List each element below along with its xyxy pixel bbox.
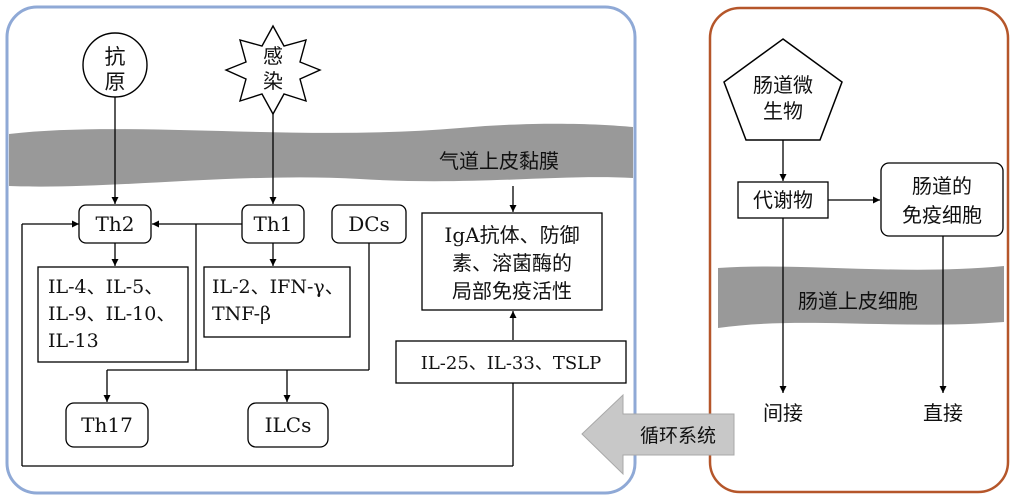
gut-immune-node: 肠道的 免疫细胞	[880, 162, 1004, 237]
dcs-label: DCs	[348, 212, 390, 236]
gut-epithelium-label: 肠道上皮细胞	[798, 289, 918, 313]
infection-star: 感 染	[224, 24, 322, 116]
microbiota-line-2: 生物	[763, 99, 803, 123]
alarmin-label: IL-25、IL-33、TSLP	[421, 353, 602, 374]
antigen-circle: 抗 原	[82, 32, 148, 98]
direct-label: 直接	[923, 401, 963, 425]
ilcs-label: ILCs	[265, 413, 312, 437]
metabolites-node: 代谢物	[737, 181, 829, 219]
iga-line-1: IgA抗体、防御	[444, 223, 579, 247]
alarmin-box: IL-25、IL-33、TSLP	[395, 340, 627, 384]
gut-epithelium-band	[718, 266, 1004, 328]
airway-mucosa-band	[9, 123, 633, 187]
th2-cytokine-box: IL-4、IL-5、 IL-9、IL-10、 IL-13	[37, 266, 189, 363]
gut-immune-line-2: 免疫细胞	[902, 203, 982, 227]
left-connectors	[21, 97, 517, 467]
th17-node: Th17	[65, 402, 149, 448]
circulation-arrow: 循环系统	[581, 393, 735, 476]
th17-label: Th17	[81, 413, 133, 437]
th2-cytokine-line-3: IL-13	[48, 330, 99, 352]
iga-line-3: 局部免疫活性	[452, 279, 572, 303]
infection-text-2: 染	[263, 69, 283, 93]
th2-cytokine-line-2: IL-9、IL-10、	[48, 303, 175, 325]
circulation-label: 循环系统	[640, 425, 716, 447]
ilcs-node: ILCs	[247, 402, 329, 448]
indirect-label: 间接	[763, 401, 803, 425]
th2-cytokine-line-1: IL-4、IL-5、	[48, 276, 163, 298]
infection-text-1: 感	[263, 44, 283, 68]
microbiota-line-1: 肠道微	[753, 73, 813, 97]
dcs-node: DCs	[331, 204, 407, 244]
th2-label: Th2	[96, 212, 135, 236]
gut-immune-line-1: 肠道的	[912, 174, 972, 198]
th1-cytokine-line-1: IL-2、IFN-γ、	[212, 276, 344, 298]
antigen-text-2: 原	[105, 70, 126, 94]
th1-cytokine-line-2: TNF-β	[212, 303, 271, 325]
iga-line-2: 素、溶菌酶的	[452, 251, 572, 275]
th1-cytokine-box: IL-2、IFN-γ、 TNF-β	[203, 266, 351, 338]
metabolites-label: 代谢物	[753, 188, 813, 212]
antigen-text-1: 抗	[105, 45, 126, 69]
iga-box: IgA抗体、防御 素、溶菌酶的 局部免疫活性	[421, 212, 603, 311]
th1-node: Th1	[241, 204, 305, 244]
airway-mucosa-label: 气道上皮黏膜	[439, 149, 559, 173]
th1-label: Th1	[254, 212, 293, 236]
th2-node: Th2	[78, 204, 152, 244]
microbiota-pentagon: 肠道微 生物	[723, 38, 843, 141]
right-connectors	[779, 140, 947, 393]
